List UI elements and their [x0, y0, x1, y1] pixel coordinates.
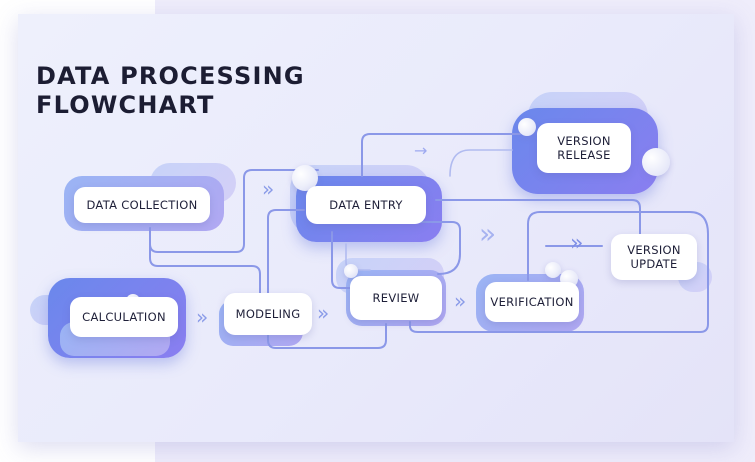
link-modeling-to-review-bottom [267, 323, 387, 349]
node-data-collection-label: DATA COLLECTION [86, 198, 198, 212]
node-modeling: MODELING [224, 293, 312, 335]
link-entry-to-release [361, 133, 521, 177]
arrow-entry-to-verification: » [479, 217, 496, 250]
arrow-to-release: → [414, 141, 428, 160]
node-calculation: CALCULATION [70, 297, 178, 337]
bubble-version-release-large [642, 148, 670, 176]
node-version-release: VERSION RELEASE [537, 123, 631, 173]
node-version-update-line1: VERSION [627, 243, 681, 257]
node-review: REVIEW [350, 276, 442, 320]
link-release-to-entry-faint [449, 149, 513, 177]
arrow-verification-to-update: » [570, 231, 584, 256]
title-line-2: FLOWCHART [36, 91, 215, 119]
node-version-update-line2: UPDATE [630, 257, 678, 271]
link-entry-to-verification [435, 199, 641, 237]
node-calculation-label: CALCULATION [82, 310, 166, 324]
node-version-release-line1: VERSION [557, 134, 611, 148]
link-review-loop [419, 221, 461, 275]
link-collection-to-modeling [149, 243, 261, 301]
link-collection-to-entry [149, 169, 319, 253]
node-data-entry-label: DATA ENTRY [329, 198, 403, 212]
node-data-entry: DATA ENTRY [306, 186, 426, 224]
title-line-1: DATA PROCESSING [36, 62, 305, 90]
bubble-verification-1 [545, 262, 561, 278]
node-verification: VERIFICATION [485, 282, 579, 322]
node-review-label: REVIEW [372, 291, 420, 305]
node-version-release-line2: RELEASE [557, 148, 611, 162]
arrow-collection-to-entry: » [262, 177, 275, 201]
node-modeling-label: MODELING [235, 307, 301, 321]
node-version-update: VERSION UPDATE [611, 234, 697, 280]
link-entry-to-review [331, 231, 351, 289]
bubble-version-release-small [518, 118, 536, 136]
link-verification-loop [409, 211, 709, 333]
node-verification-label: VERIFICATION [490, 295, 574, 309]
node-data-collection: DATA COLLECTION [74, 187, 210, 223]
bubble-review [344, 264, 358, 278]
page-title: DATA PROCESSING FLOWCHART [36, 62, 336, 120]
arrow-modeling-to-review: » [317, 301, 330, 325]
arrow-calculation-to-modeling: » [196, 305, 209, 329]
arrow-review-to-verification: » [454, 289, 467, 313]
link-modeling-to-entry [267, 209, 305, 306]
